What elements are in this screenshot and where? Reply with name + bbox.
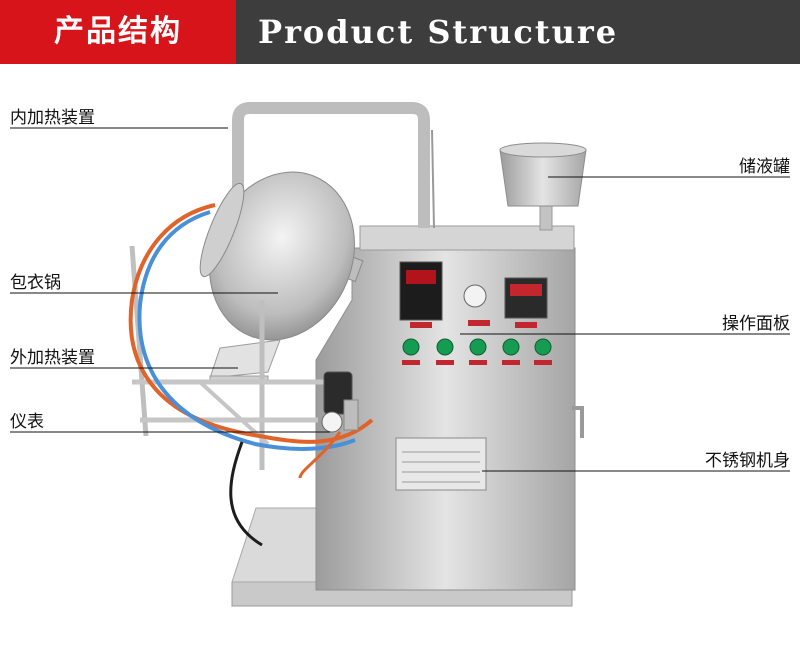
header-bar: 产品结构 Product Structure <box>0 0 800 64</box>
label-liquid-tank: 储液罐 <box>739 157 790 177</box>
leader-lines <box>10 127 790 472</box>
control-panel <box>399 261 552 365</box>
label-inner-heating: 内加热装置 <box>10 108 95 128</box>
label-coating-pan: 包衣锅 <box>10 273 61 293</box>
machine-illustration <box>10 102 790 607</box>
header-title-cn: 产品结构 <box>54 14 182 49</box>
header-red-block <box>0 0 236 64</box>
coating-pan <box>199 171 364 341</box>
side-handle <box>572 406 584 438</box>
inner-heating-pipe <box>232 102 430 228</box>
side-frame <box>129 245 330 470</box>
outer-heating-tray <box>209 339 281 383</box>
liquid-tank <box>499 142 587 231</box>
instrument <box>321 371 359 433</box>
label-instrument: 仪表 <box>10 412 44 432</box>
hoses <box>128 203 374 547</box>
label-outer-heating: 外加热装置 <box>10 348 95 368</box>
nameplate <box>395 437 487 491</box>
label-stainless-body: 不锈钢机身 <box>705 451 790 471</box>
inner-heating-cable <box>431 129 435 229</box>
header-title-en: Product Structure <box>258 13 619 51</box>
label-control-panel: 操作面板 <box>722 314 790 334</box>
